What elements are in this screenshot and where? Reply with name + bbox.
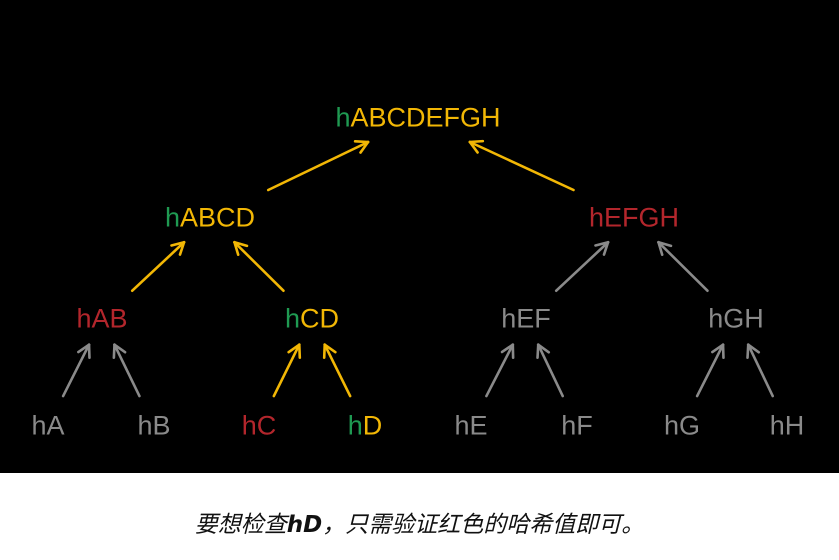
node-hash-label: D: [362, 410, 383, 441]
node-ef: hEF: [501, 303, 551, 334]
node-hash-prefix: h: [708, 303, 724, 334]
arrow-c-to-cd: [272, 343, 302, 398]
node-a: hA: [31, 410, 65, 441]
node-g: hG: [663, 410, 701, 441]
caption-before: 要想检查: [194, 512, 287, 538]
node-hash-prefix: h: [241, 410, 257, 441]
node-hash-prefix: h: [663, 410, 680, 441]
node-hash-label: EFGH: [604, 202, 680, 233]
arrow-a-to-ab: [61, 343, 91, 398]
node-hash-prefix: h: [76, 303, 92, 334]
node-hash-label: A: [46, 410, 65, 441]
node-hash-prefix: h: [31, 410, 47, 441]
node-root: hABCDEFGH: [335, 102, 501, 133]
arrow-b-to-ab: [112, 343, 141, 398]
caption-emphasis: hD: [286, 512, 323, 538]
node-hash-prefix: h: [137, 410, 153, 441]
node-hash-prefix: h: [769, 410, 785, 441]
arrow-efgh-to-root: [468, 139, 575, 192]
node-h: hH: [769, 410, 805, 441]
node-hash-label: C: [256, 410, 277, 441]
node-hash-label: F: [576, 410, 593, 441]
node-hash-label: G: [679, 410, 701, 441]
node-hash-label: E: [469, 410, 488, 441]
node-hash-prefix: h: [588, 202, 605, 233]
node-hash-prefix: h: [284, 303, 301, 334]
node-hash-prefix: h: [164, 202, 181, 233]
node-hash-prefix: h: [347, 410, 363, 441]
node-hash-prefix: h: [454, 410, 470, 441]
node-hash-prefix: h: [335, 102, 351, 133]
edge-layer: [61, 139, 775, 398]
node-hash-label: H: [784, 410, 805, 441]
arrow-ab-to-abcd: [130, 240, 186, 293]
node-efgh: hEFGH: [588, 202, 680, 233]
node-cd: hCD: [284, 303, 340, 334]
node-hash-prefix: h: [501, 303, 517, 334]
caption: 要想检查hD，只需验证红色的哈希值即可。: [0, 505, 839, 539]
node-hash-label: ABCDEFGH: [350, 102, 501, 133]
node-hash-label: ABCD: [180, 202, 256, 233]
arrow-e-to-ef: [485, 343, 515, 398]
node-hash-label: GH: [723, 303, 764, 334]
node-gh: hGH: [708, 303, 764, 334]
node-hash-prefix: h: [561, 410, 577, 441]
node-c: hC: [241, 410, 277, 441]
node-hash-label: EF: [516, 303, 551, 334]
node-ab: hAB: [76, 303, 128, 334]
arrow-d-to-cd: [322, 343, 352, 398]
arrow-ef-to-efgh: [554, 240, 610, 293]
node-abcd: hABCD: [164, 202, 256, 233]
node-e: hE: [454, 410, 488, 441]
arrow-f-to-ef: [536, 343, 565, 398]
arrow-gh-to-efgh: [657, 240, 709, 293]
node-d: hD: [347, 410, 383, 441]
node-hash-label: AB: [91, 303, 128, 334]
node-hash-label: CD: [300, 303, 340, 334]
arrow-g-to-gh: [695, 343, 725, 398]
node-b: hB: [137, 410, 171, 441]
node-hash-label: B: [152, 410, 171, 441]
node-f: hF: [561, 410, 593, 441]
arrow-cd-to-abcd: [233, 240, 285, 293]
arrow-h-to-gh: [746, 343, 775, 398]
caption-after: ，只需验证红色的哈希值即可。: [322, 512, 645, 538]
arrow-abcd-to-root: [266, 140, 370, 192]
